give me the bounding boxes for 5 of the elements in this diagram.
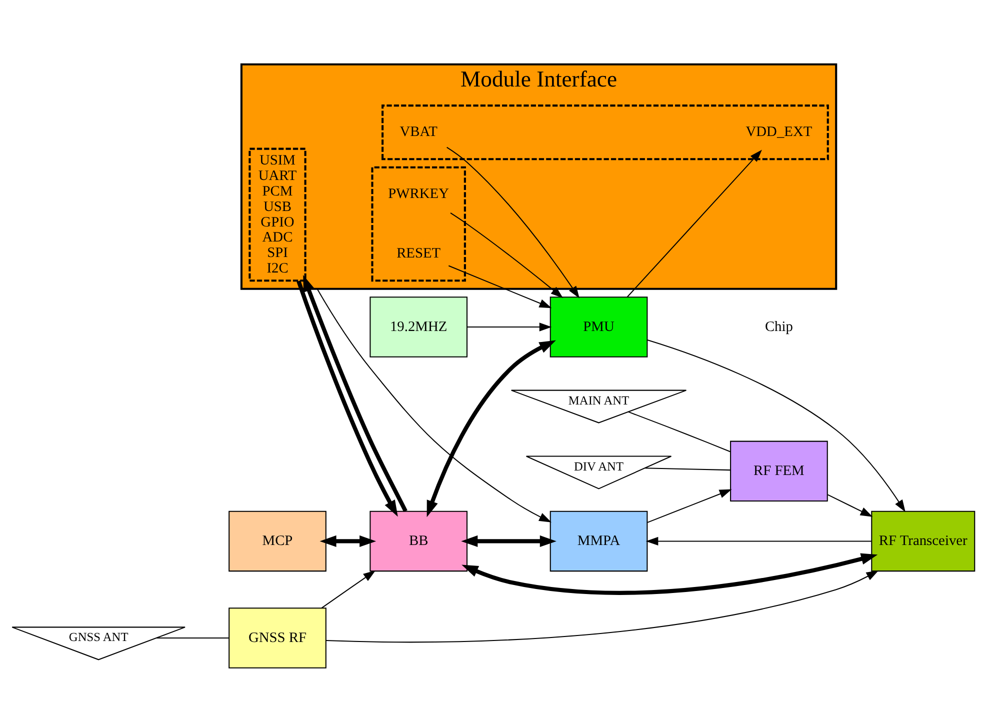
node-text: RESET (396, 246, 441, 262)
node-text: VDD_EXT (746, 124, 812, 140)
node-text: PWRKEY (388, 186, 450, 202)
label: Chip (764, 318, 793, 335)
node-text: VBAT (400, 124, 438, 140)
